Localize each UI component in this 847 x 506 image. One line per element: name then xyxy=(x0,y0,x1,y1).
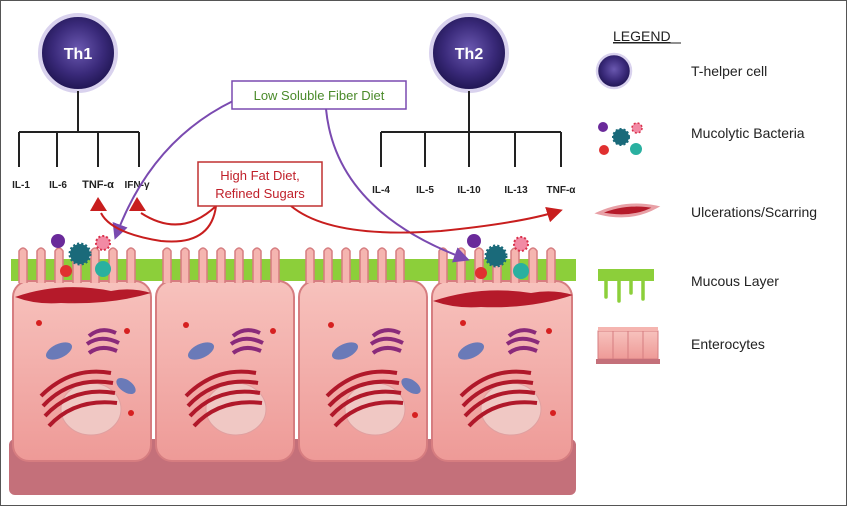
legend-item: Mucous Layer xyxy=(691,273,779,289)
diet-arrows xyxy=(100,100,563,263)
ifn-upregulation-arrowhead xyxy=(129,197,146,211)
th1-label: Th1 xyxy=(64,46,93,63)
epithelium xyxy=(9,234,576,495)
bacteria-cluster xyxy=(51,234,111,277)
fat-diet-label-line1: High Fat Diet, xyxy=(220,168,299,183)
th2-cytokine: IL-13 xyxy=(504,185,528,196)
legend-item: Mucolytic Bacteria xyxy=(691,125,805,141)
fat-diet-box: High Fat Diet, Refined Sugars xyxy=(197,161,323,207)
legend: LEGEND T-helper cell Mucolytic Bacteria … xyxy=(594,28,817,364)
fiber-diet-box: Low Soluble Fiber Diet xyxy=(231,80,407,110)
fat-diet-label-line2: Refined Sugars xyxy=(215,186,305,201)
th1-cytokine: IL-6 xyxy=(49,180,67,191)
enterocytes-icon xyxy=(596,327,660,364)
fat-arrow-ifn xyxy=(140,205,217,226)
th2-cytokine: IL-5 xyxy=(416,185,434,196)
legend-item: Enterocytes xyxy=(691,336,765,352)
t-helper-cell-icon xyxy=(595,52,633,90)
th1-cytokine: TNF-α xyxy=(82,179,114,191)
th2-cytokine: TNF-α xyxy=(547,185,577,196)
legend-title: LEGEND xyxy=(613,28,671,44)
fiber-diet-label: Low Soluble Fiber Diet xyxy=(254,88,385,103)
th2-cytokine: IL-4 xyxy=(372,185,390,196)
enterocyte xyxy=(298,247,428,462)
ulceration-scarring-icon xyxy=(594,203,661,218)
enterocyte xyxy=(12,247,152,462)
th2-tree-lines xyxy=(380,91,562,167)
fiber-arrow-left xyxy=(112,100,234,240)
th2-group: Th2 IL-4 IL-5 IL-10 IL-13 TNF-α xyxy=(372,13,577,196)
tnf-upregulation-arrowhead xyxy=(90,197,107,211)
th1-cytokine: IL-1 xyxy=(12,180,30,191)
fat-arrow-th2 xyxy=(290,205,563,234)
ulceration-scar xyxy=(433,290,573,308)
th1-group: Th1 IL-1 IL-6 TNF-α IFN-γ xyxy=(12,13,150,211)
th2-cytokine: IL-10 xyxy=(457,185,481,196)
th2-label: Th2 xyxy=(455,46,484,63)
fiber-arrow-right xyxy=(325,108,470,263)
legend-item: T-helper cell xyxy=(691,63,767,79)
ulceration-scar xyxy=(15,287,151,304)
mucous-layer-icon xyxy=(598,269,654,303)
mucous-layer xyxy=(11,259,576,281)
mucolytic-bacteria-icon xyxy=(598,122,643,155)
th1-tree-lines xyxy=(18,91,140,167)
enterocyte xyxy=(155,247,295,462)
th1-cytokine: IFN-γ xyxy=(125,180,150,191)
legend-item: Ulcerations/Scarring xyxy=(691,204,817,220)
fat-arrow-tnf xyxy=(100,205,217,243)
bacteria-cluster xyxy=(467,234,529,279)
